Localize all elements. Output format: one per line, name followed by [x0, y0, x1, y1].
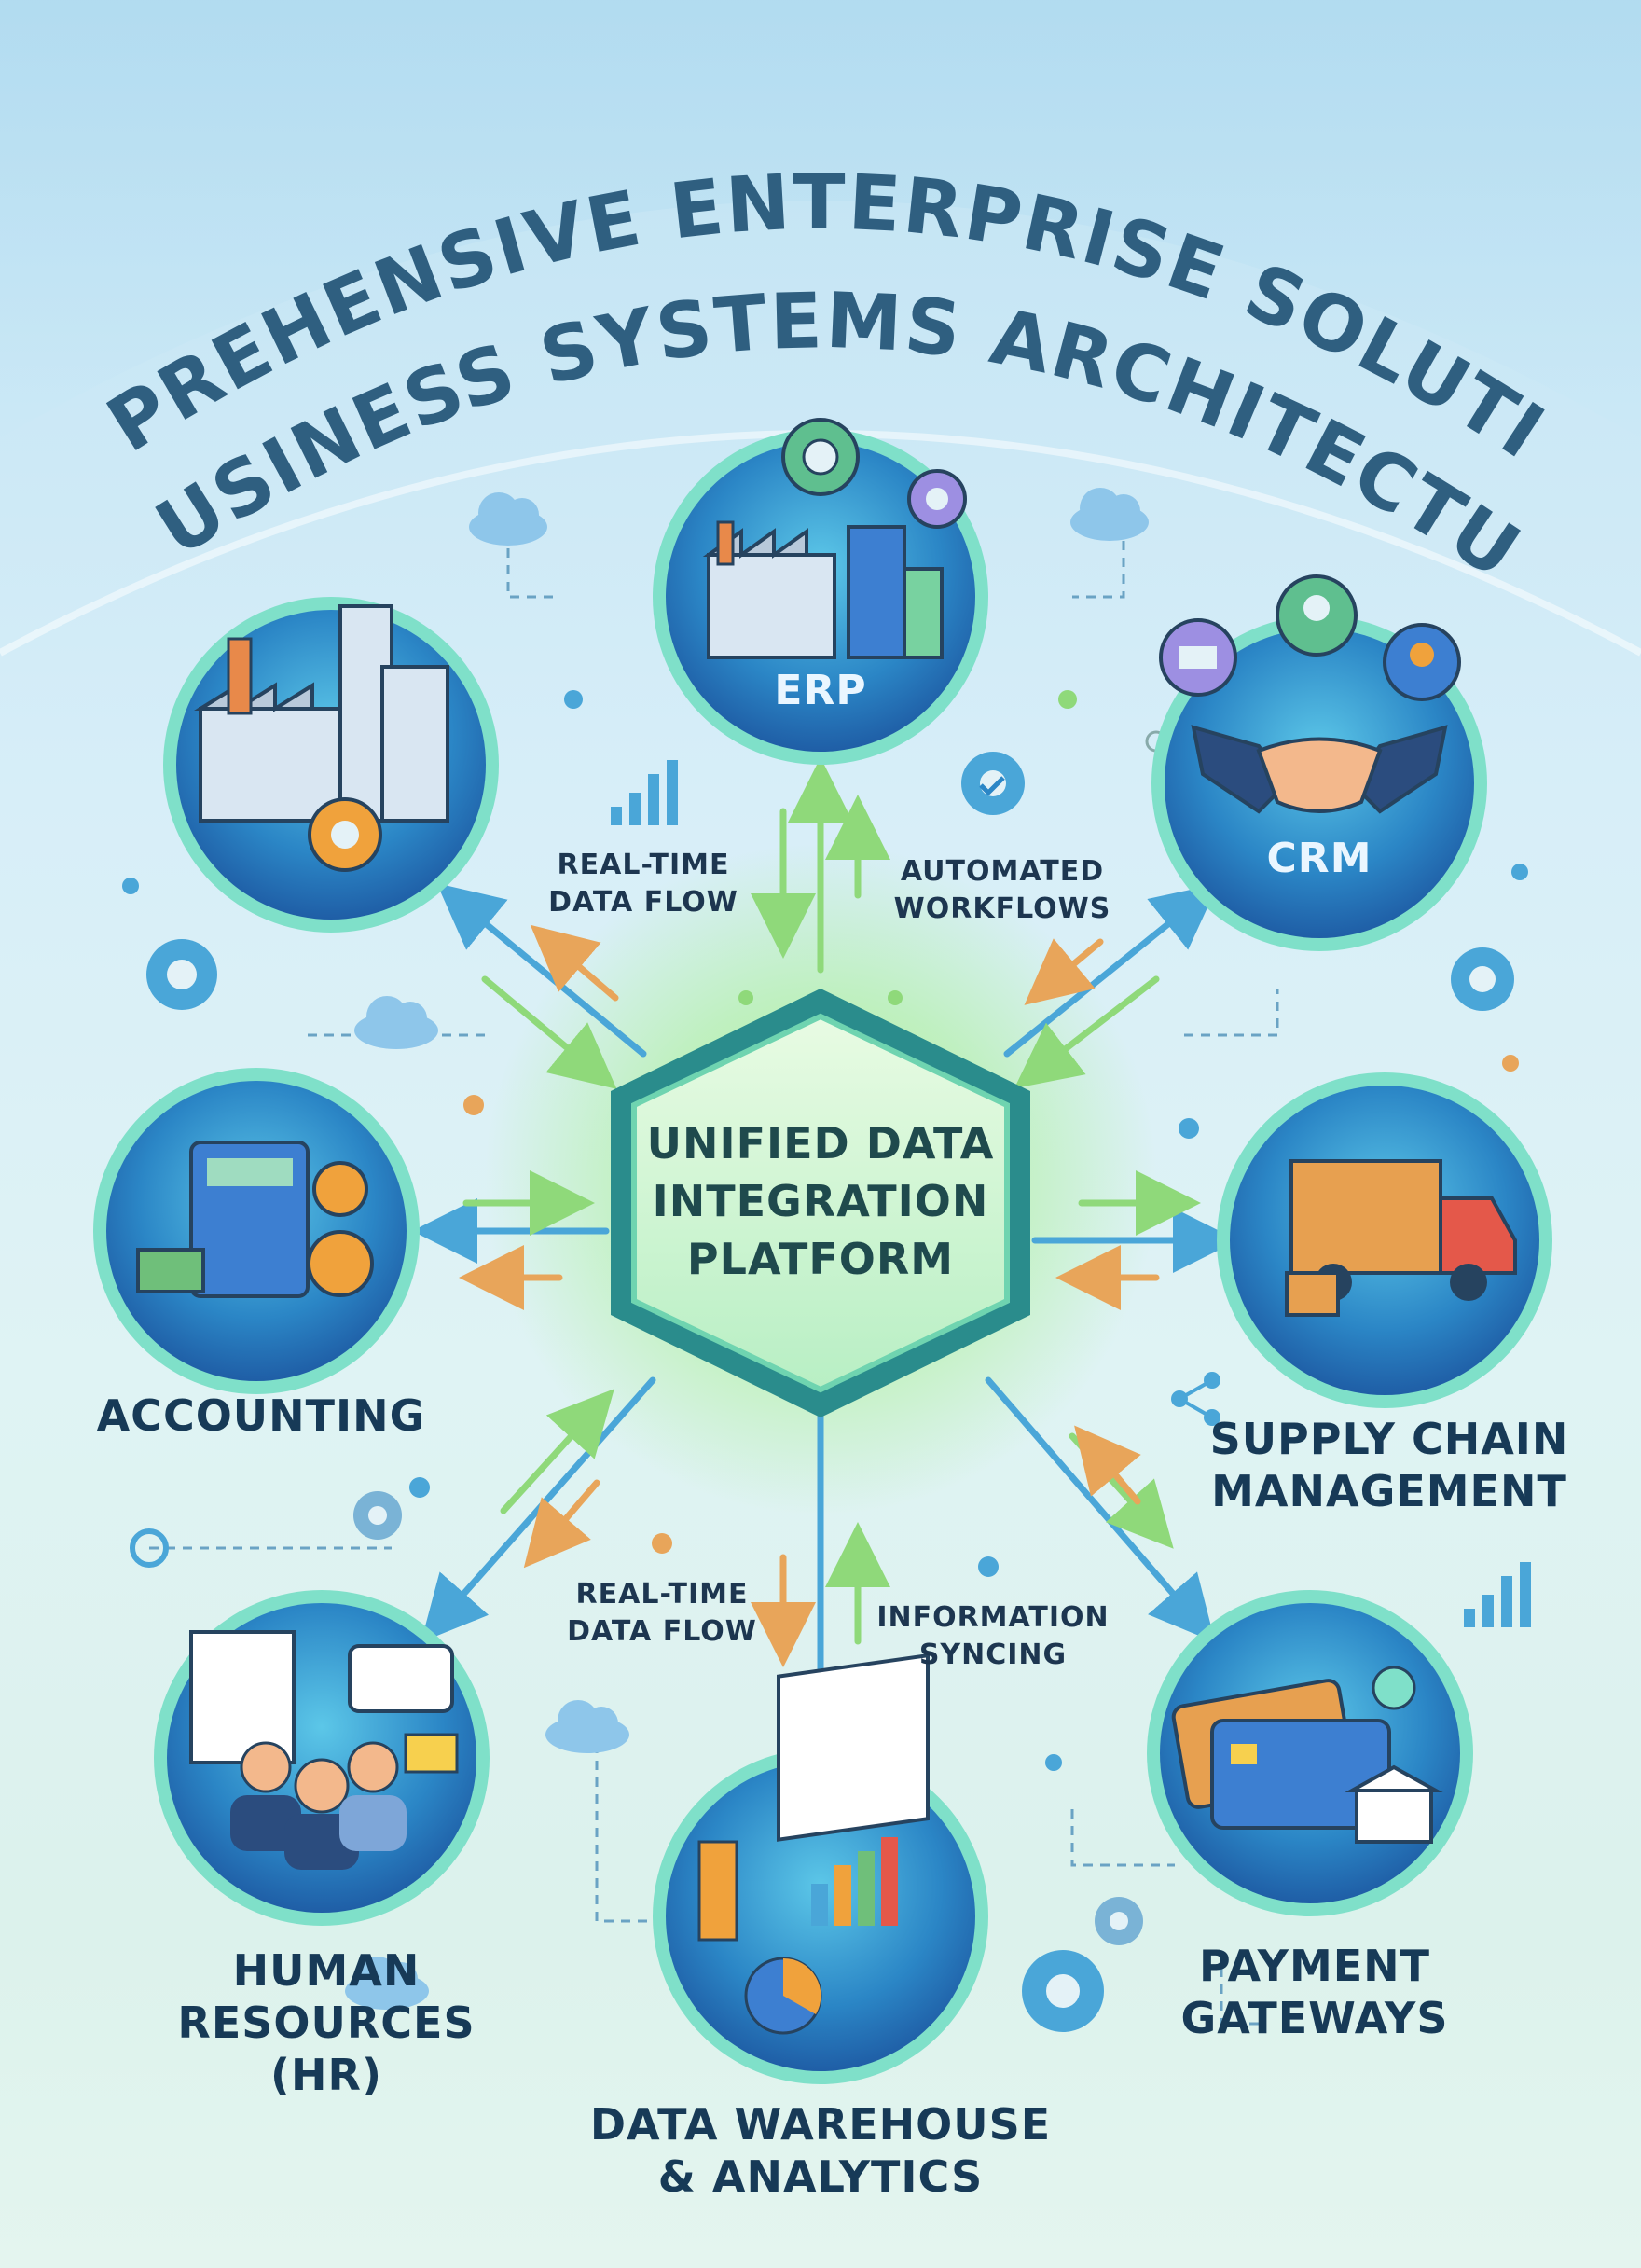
- hr-label: HUMAN RESOURCES (HR): [140, 1944, 513, 2101]
- arrow-from-hr: [500, 1389, 614, 1514]
- arrow-orange-pay: [1074, 1425, 1141, 1505]
- flow-bottom-right-line-1: INFORMATION: [876, 1601, 1110, 1634]
- data-warehouse-line-2: & ANALYTICS: [657, 2151, 984, 2202]
- delivery-truck-icon: [1285, 1159, 1517, 1317]
- flow-label-bottom-left: REAL-TIME DATA FLOW: [550, 1576, 774, 1651]
- flow-label-top-left: REAL-TIME DATA FLOW: [531, 847, 755, 921]
- arrow-orange-crm: [1024, 938, 1104, 1005]
- flow-bottom-right-line-2: SYNCING: [918, 1639, 1068, 1671]
- payment-line-2: GATEWAYS: [1180, 1993, 1449, 2043]
- supply-chain-label: SUPPLY CHAIN MANAGEMENT: [1203, 1413, 1576, 1517]
- hr-line-1: HUMAN: [232, 1945, 421, 1996]
- flow-top-left-line-1: REAL-TIME: [557, 849, 730, 881]
- flow-bottom-left-line-1: REAL-TIME: [575, 1578, 749, 1611]
- hub-line-2: INTEGRATION: [652, 1176, 989, 1226]
- decor-clouds: [345, 488, 1149, 2010]
- people-team-icon: [189, 1630, 459, 1870]
- factory-buildings-gears-icon: [702, 418, 967, 659]
- hr-line-3: (HR): [270, 2050, 382, 2100]
- arrow-orange-ml: [530, 924, 619, 1002]
- data-warehouse-label: DATA WAREHOUSE & ANALYTICS: [587, 2098, 1054, 2203]
- erp-label: ERP: [774, 667, 867, 714]
- payment-line-1: PAYMENT: [1198, 1941, 1431, 1991]
- decor-gears: [146, 752, 1514, 2032]
- accounting-label: ACCOUNTING: [96, 1390, 426, 1441]
- calculator-coins-icon: [136, 1141, 374, 1298]
- credit-card-bank-icon: [1171, 1666, 1443, 1844]
- flow-top-left-line-2: DATA FLOW: [548, 886, 738, 919]
- connector-arrows: [412, 757, 1238, 1742]
- hr-line-2: RESOURCES: [177, 1998, 476, 2048]
- decor-dots: [122, 690, 1528, 1771]
- supply-chain-line-1: SUPPLY CHAIN: [1209, 1414, 1569, 1464]
- analytics-dashboard-icon: [697, 1653, 930, 2035]
- hub-label: UNIFIED DATA INTEGRATION PLATFORM: [634, 1114, 1007, 1288]
- payment-label: PAYMENT GATEWAYS: [1128, 1940, 1501, 2044]
- flow-label-bottom-right: INFORMATION SYNCING: [872, 1599, 1114, 1674]
- title-arc-band: [0, 0, 1641, 438]
- hub-line-1: UNIFIED DATA: [646, 1118, 995, 1169]
- flow-bottom-left-line-2: DATA FLOW: [567, 1615, 757, 1648]
- data-warehouse-line-1: DATA WAREHOUSE: [589, 2099, 1052, 2150]
- decor-bar-icons: [611, 760, 1531, 1627]
- arrow-from-manufacturing: [481, 975, 617, 1089]
- handshake-icon: [1159, 574, 1461, 814]
- crm-label: CRM: [1266, 835, 1372, 882]
- factory-buildings-icon: [194, 604, 449, 872]
- arrow-from-payment: [1069, 1432, 1174, 1549]
- integration-hub: [611, 989, 1030, 1418]
- hub-line-3: PLATFORM: [686, 1234, 955, 1284]
- supply-chain-line-2: MANAGEMENT: [1211, 1466, 1567, 1516]
- share-icon: [1171, 1372, 1220, 1426]
- arrow-to-payment: [985, 1376, 1216, 1643]
- arrow-orange-hr: [523, 1479, 600, 1569]
- arrow-from-crm: [1014, 975, 1160, 1089]
- flow-top-right-line-1: AUTOMATED: [900, 855, 1105, 888]
- flow-top-right-line-2: WORKFLOWS: [893, 892, 1111, 925]
- flow-label-top-right: AUTOMATED WORKFLOWS: [881, 853, 1124, 928]
